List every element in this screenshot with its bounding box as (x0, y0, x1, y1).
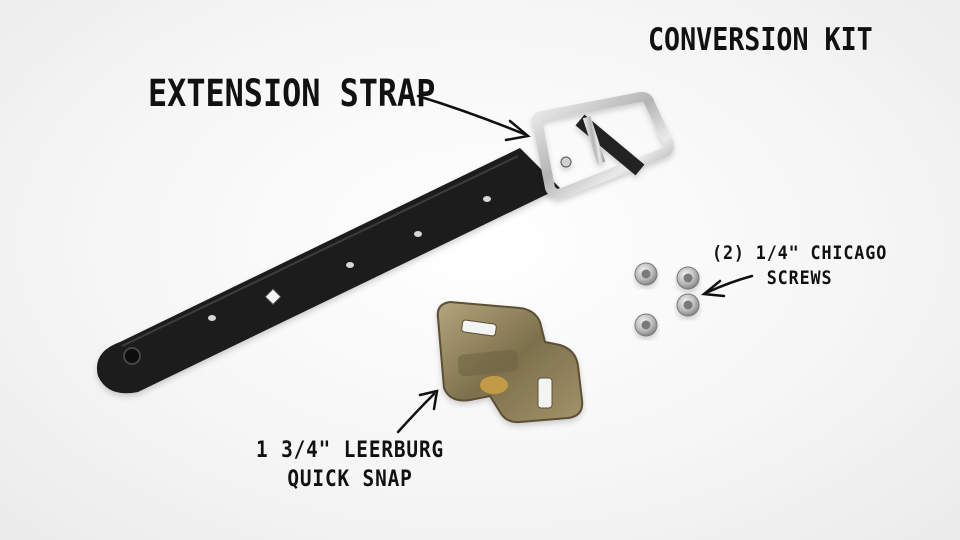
strap-hole (346, 262, 354, 268)
chicago-screw (676, 266, 700, 290)
arrow-extension-strap (416, 94, 531, 142)
chicago-screws (634, 262, 700, 337)
chicago-screw (676, 293, 700, 317)
label-extension-strap: EXTENSION STRAP (148, 72, 436, 115)
strap-rivet (560, 156, 572, 168)
roller-buckle (531, 91, 674, 199)
quick-snap-buckle (436, 300, 584, 424)
arrow-quick-snap (396, 389, 439, 434)
snap-slot (461, 319, 497, 337)
snap-release-tab (480, 376, 508, 394)
buckle-prong (582, 115, 606, 165)
strap-hole (414, 231, 422, 237)
label-chicago-screws-line1: (2) 1/4" CHICAGO (712, 242, 888, 264)
strap-rivet (123, 347, 141, 365)
chicago-screw (634, 262, 658, 286)
arrow-chicago-screws (700, 274, 754, 298)
label-quick-snap: 1 3/4" LEERBURG QUICK SNAP (256, 437, 444, 494)
chicago-screw (634, 313, 658, 337)
strap-hole (483, 196, 491, 202)
strap-hole (208, 315, 216, 321)
label-quick-snap-line1: 1 3/4" LEERBURG (256, 438, 445, 463)
label-quick-snap-line2: QUICK SNAP (287, 466, 413, 492)
snap-slot (537, 377, 553, 409)
strap-hole (264, 288, 282, 306)
label-chicago-screws: (2) 1/4" CHICAGO SCREWS (712, 241, 887, 290)
label-chicago-screws-line2: SCREWS (766, 266, 833, 289)
leather-strap (96, 148, 572, 394)
page-title: CONVERSION KIT (648, 22, 873, 58)
